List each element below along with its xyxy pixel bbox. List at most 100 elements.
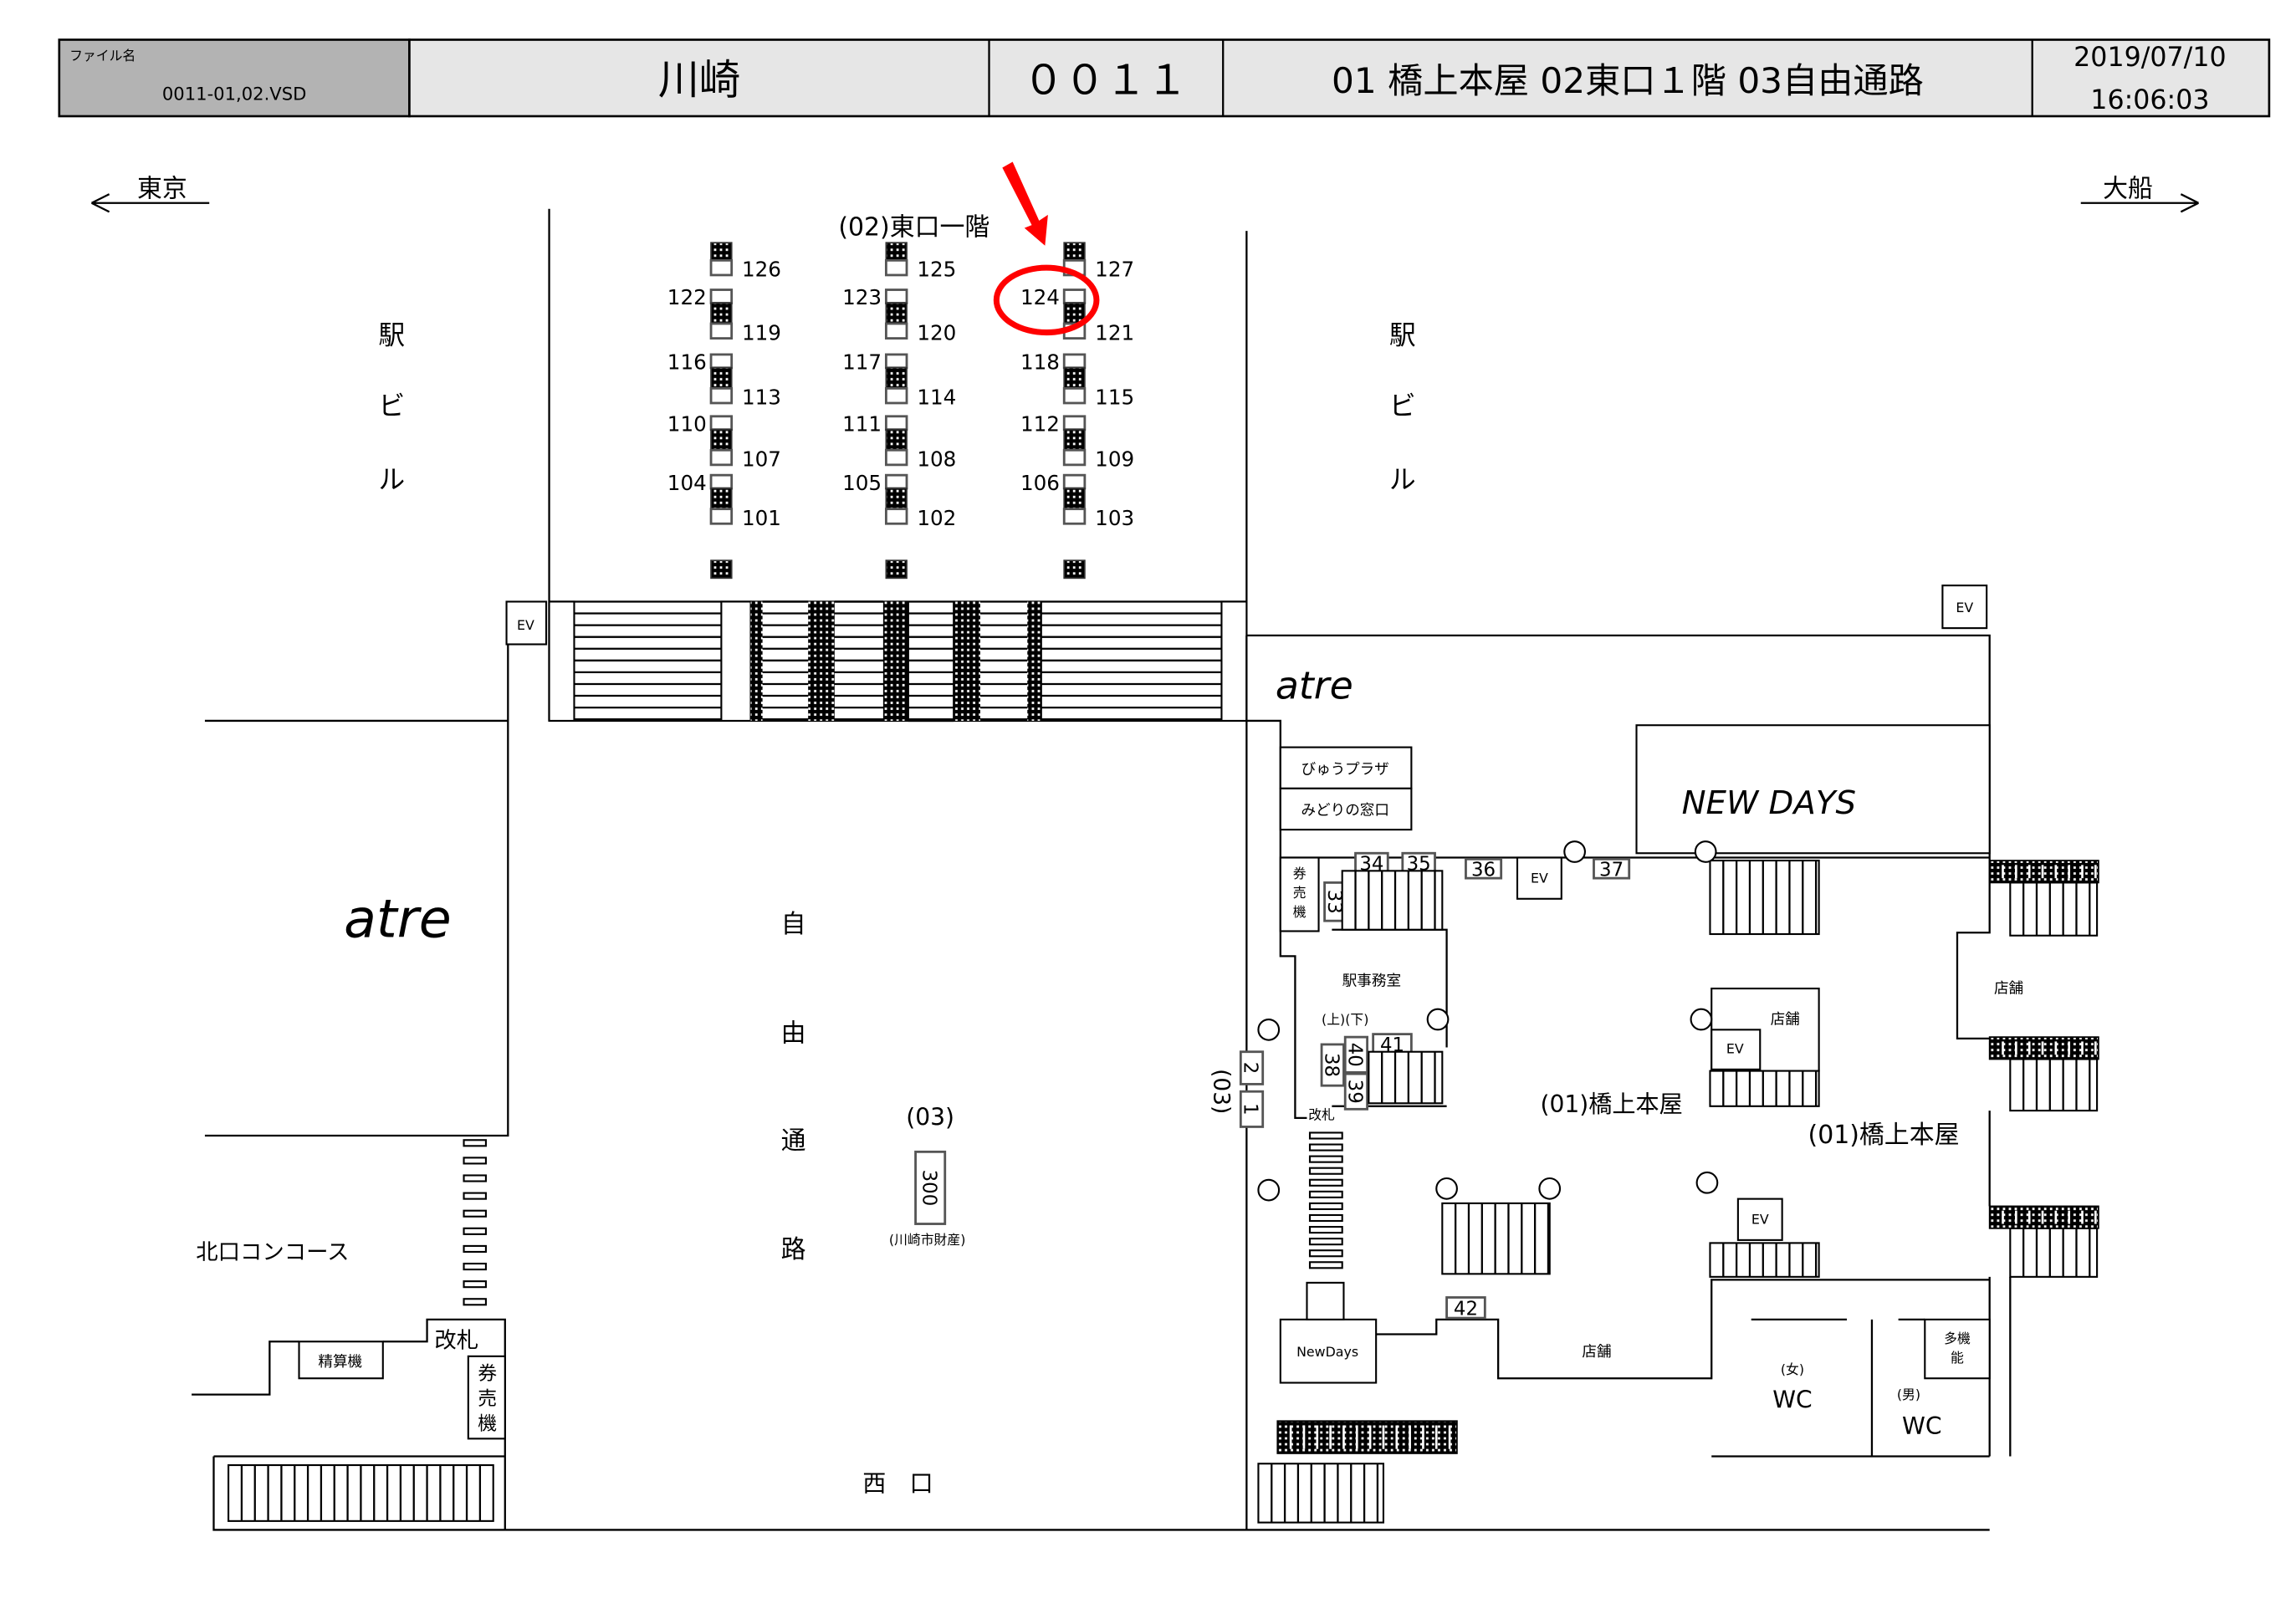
ad-frame xyxy=(884,448,908,467)
ad-spot-box xyxy=(1239,1090,1265,1128)
free-passage-label: 自 由 通 路 xyxy=(781,910,806,1264)
gate-bar xyxy=(1308,1155,1343,1163)
ad-spot-number: 42 xyxy=(1454,1299,1478,1320)
svg-text:駅: 駅 xyxy=(1389,321,1416,351)
ad-spot-number: 2 xyxy=(1240,1062,1261,1075)
floor-list: 01 橋上本屋 02東口１階 03自由通路 xyxy=(1332,60,1924,101)
gate-bar xyxy=(463,1157,487,1165)
file-name: 0011-01,02.VSD xyxy=(162,84,306,105)
svg-text:売: 売 xyxy=(478,1388,497,1410)
svg-text:ル: ル xyxy=(379,465,406,495)
stair-dotted-rail xyxy=(1988,1036,2099,1060)
ad-frame xyxy=(884,258,908,277)
area-03-label: (03) xyxy=(906,1104,954,1131)
gate-bar xyxy=(1308,1143,1343,1152)
svg-text:自: 自 xyxy=(781,910,806,939)
wc-male: WC xyxy=(1902,1412,1941,1440)
atre-right: atre xyxy=(1276,664,1353,708)
ad-spot-number: 1 xyxy=(1240,1103,1261,1116)
pillar-number: 115 xyxy=(1095,386,1134,410)
svg-text:精算機: 精算機 xyxy=(318,1354,362,1371)
escalator xyxy=(1368,1050,1444,1105)
svg-text:機: 機 xyxy=(1293,904,1307,920)
svg-text:ビ: ビ xyxy=(379,391,406,421)
svg-text:路: 路 xyxy=(781,1235,806,1264)
stair-dotted-rail xyxy=(1027,601,1042,721)
escalator xyxy=(1257,1463,1385,1524)
ad-frame xyxy=(1062,386,1087,405)
columns xyxy=(1257,840,1719,1202)
ad-frame xyxy=(709,322,734,340)
ad-spot-number: 37 xyxy=(1599,860,1624,881)
gate-bar xyxy=(1308,1202,1343,1211)
station-office: 駅事務室 xyxy=(1342,973,1401,990)
ad-frame xyxy=(709,386,734,405)
pillar-dark xyxy=(885,488,908,510)
pillar-number: 106 xyxy=(1020,471,1060,495)
ad-spot-number: 38 xyxy=(1320,1053,1342,1077)
pillar-number: 112 xyxy=(1020,411,1060,436)
ad-frame xyxy=(709,415,734,432)
gate-bar xyxy=(463,1192,487,1200)
ev-label: EV xyxy=(1956,600,1973,615)
ev-box xyxy=(505,600,548,646)
atre-left: atre xyxy=(344,888,452,950)
gate-bar xyxy=(463,1227,487,1235)
pillar-number: 127 xyxy=(1095,258,1134,282)
multipurpose-toilet xyxy=(1924,1318,1991,1380)
direction-tokyo: 東京 xyxy=(90,175,210,213)
ad-frame xyxy=(709,448,734,467)
north-concourse-label: 北口コンコース xyxy=(196,1240,349,1265)
stair-rail xyxy=(720,600,752,722)
pillar-dark xyxy=(885,366,908,390)
pillar-number: 108 xyxy=(917,447,956,472)
gate-bar xyxy=(463,1280,487,1289)
column-circle xyxy=(1257,1178,1281,1202)
honya-label-2: (01)橋上本屋 xyxy=(1808,1121,1960,1150)
pillar-dark xyxy=(1063,559,1086,580)
ad-spot-box xyxy=(1465,857,1503,880)
pillar-dark xyxy=(710,302,733,324)
ad-spot-box xyxy=(1343,1072,1369,1111)
pillar-number: 102 xyxy=(917,506,956,530)
svg-text:売: 売 xyxy=(1293,885,1307,901)
pillar-number: 101 xyxy=(742,506,781,530)
ad-spot-box xyxy=(914,1150,947,1225)
escalator xyxy=(1709,1070,1820,1107)
stair-dotted-rail xyxy=(808,601,835,721)
stairs-group xyxy=(228,859,2099,1524)
city-property-label: (川崎市財産) xyxy=(889,1232,966,1248)
gate-bar xyxy=(1308,1261,1343,1269)
view-plaza: びゅうプラザ xyxy=(1301,761,1389,778)
svg-text:通: 通 xyxy=(781,1126,806,1156)
ad-spot-box xyxy=(1593,857,1631,880)
pillar-dark xyxy=(1063,428,1086,452)
gate-bar xyxy=(463,1298,487,1306)
column-circle xyxy=(1694,840,1717,863)
stair-rail xyxy=(1220,600,1248,722)
pillar-number: 123 xyxy=(842,285,882,309)
newdays-small xyxy=(1279,1318,1378,1384)
escalator xyxy=(1709,1242,1820,1278)
pillar-number: 122 xyxy=(667,285,707,309)
wc-male-label: (男) xyxy=(1897,1387,1920,1402)
ad-spot-box xyxy=(1320,1043,1345,1087)
pillar-number: 107 xyxy=(742,447,781,472)
pillar-number: 104 xyxy=(667,471,707,495)
midori-window: みどりの窓口 xyxy=(1301,803,1388,820)
pillar-number: 103 xyxy=(1095,506,1134,530)
column-circle xyxy=(1690,1008,1713,1031)
direction-ofuna: 大船 xyxy=(2080,175,2199,213)
shop-bottom: 店舗 xyxy=(1582,1344,1611,1361)
pillar-dark xyxy=(1063,488,1086,510)
station-building-right: 駅 ビ ル xyxy=(1389,321,1416,495)
ad-frame xyxy=(884,415,908,432)
pillar-number: 119 xyxy=(742,320,781,345)
pillar-number: 126 xyxy=(742,258,781,282)
stair-dotted-rail xyxy=(1988,860,2099,884)
highlight-circle xyxy=(993,264,1100,336)
pillar-number: 113 xyxy=(742,386,781,410)
ad-frame xyxy=(709,353,734,370)
gate-bar xyxy=(1308,1213,1343,1223)
